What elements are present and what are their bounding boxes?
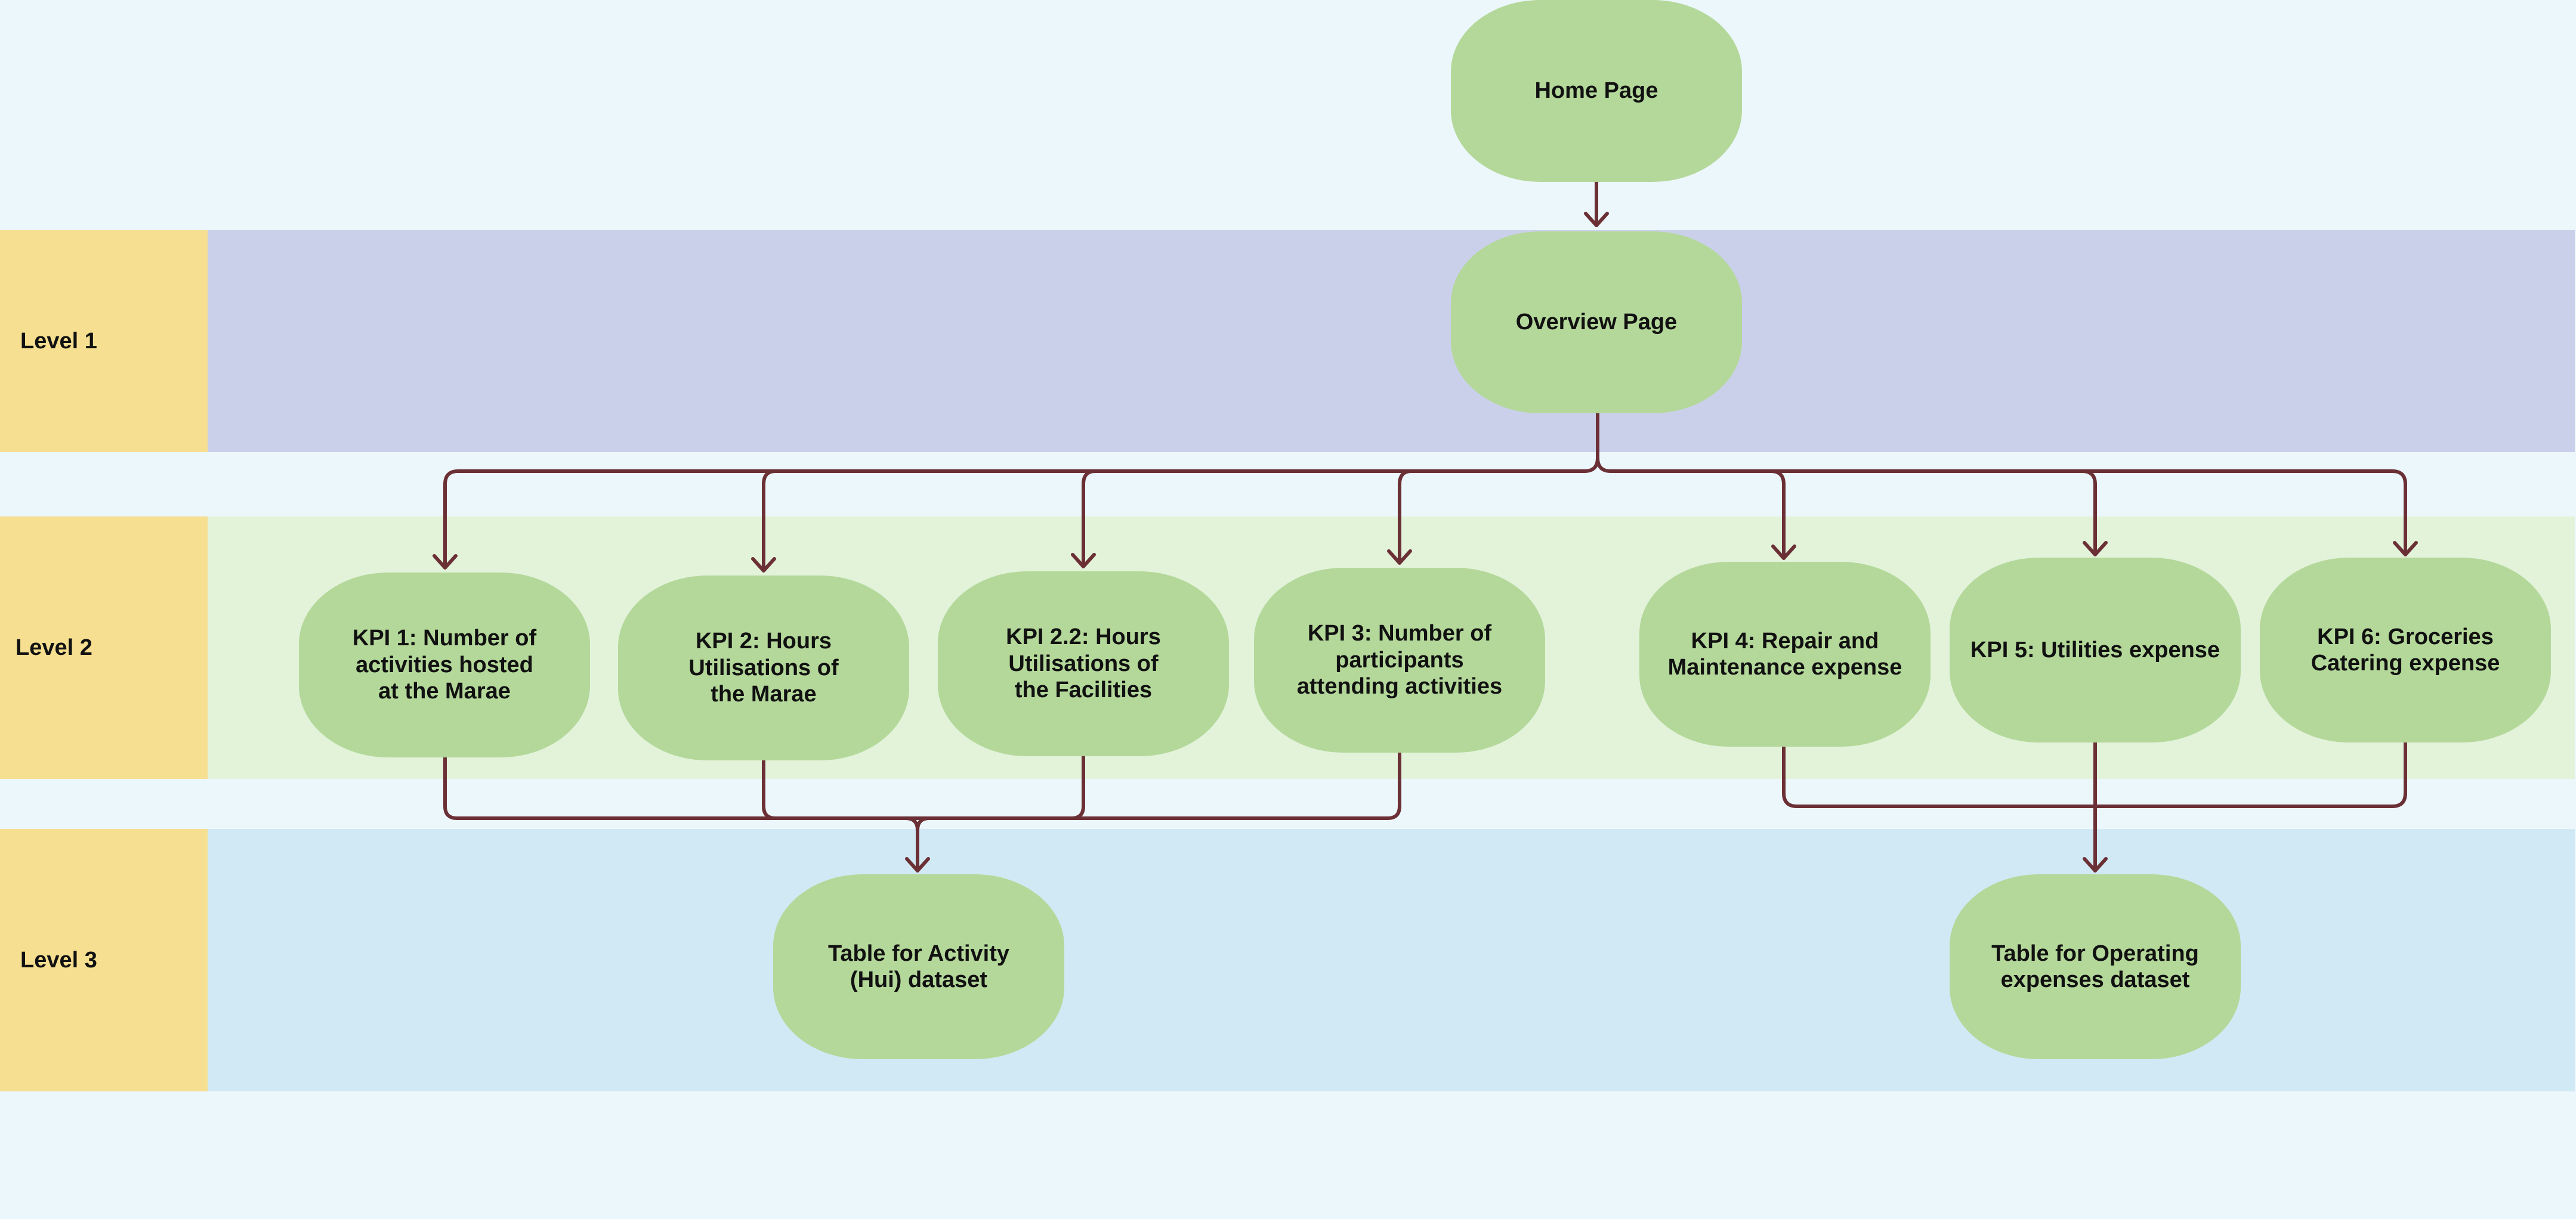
edge-overview-kpi2	[762, 469, 777, 571]
level-2-label: Level 2	[0, 516, 208, 779]
level-3-label: Level 3	[0, 829, 208, 1091]
kpi-6-node[interactable]: KPI 6: Groceries Catering expense	[2260, 558, 2551, 742]
arrowhead-kpi3	[1387, 549, 1412, 565]
edge-kpis-activity	[443, 747, 1401, 820]
arrowhead-kpi5	[2083, 541, 2108, 556]
arrowhead-operating-table	[2083, 857, 2108, 873]
level-1-label: Level 1	[0, 230, 208, 452]
edge-overview-right	[1596, 456, 2407, 555]
arrowhead-kpi1	[433, 554, 458, 570]
kpi-1-node[interactable]: KPI 1: Number of activities hosted at th…	[299, 573, 590, 757]
arrowhead-overview	[1584, 212, 1609, 227]
operating-table-node[interactable]: Table for Operating expenses dataset	[1950, 874, 2241, 1059]
kpi-2-2-node[interactable]: KPI 2.2: Hours Utilisations of the Facil…	[938, 571, 1229, 756]
edge-overview-kpi4	[1769, 469, 1786, 559]
arrowhead-kpi4	[1771, 544, 1796, 560]
overview-page-node[interactable]: Overview Page	[1451, 231, 1742, 413]
edge-activity-drop	[904, 816, 931, 873]
kpi-3-node[interactable]: KPI 3: Number of participants attending …	[1254, 568, 1545, 753]
edge-overview-kpi3	[1398, 469, 1413, 564]
edge-overview-kpi5	[2080, 469, 2097, 555]
arrowhead-activity-table	[905, 857, 930, 873]
level-1-band	[208, 230, 2575, 452]
arrowhead-kpi2	[751, 557, 776, 573]
activity-table-node[interactable]: Table for Activity (Hui) dataset	[773, 874, 1064, 1059]
edge-overview-trunk	[443, 410, 1599, 568]
edge-kpi2-merge	[762, 757, 777, 820]
edge-overview-kpi22	[1082, 469, 1097, 567]
kpi-2-node[interactable]: KPI 2: Hours Utilisations of the Marae	[618, 576, 909, 760]
kpi-4-node[interactable]: KPI 4: Repair and Maintenance expense	[1639, 562, 1931, 747]
arrowhead-kpi22	[1071, 553, 1096, 568]
kpi-5-node[interactable]: KPI 5: Utilities expense	[1950, 558, 2241, 742]
edge-kpi22-merge	[1070, 753, 1085, 820]
home-page-node[interactable]: Home Page	[1451, 0, 1742, 182]
arrowhead-kpi6	[2393, 541, 2418, 556]
